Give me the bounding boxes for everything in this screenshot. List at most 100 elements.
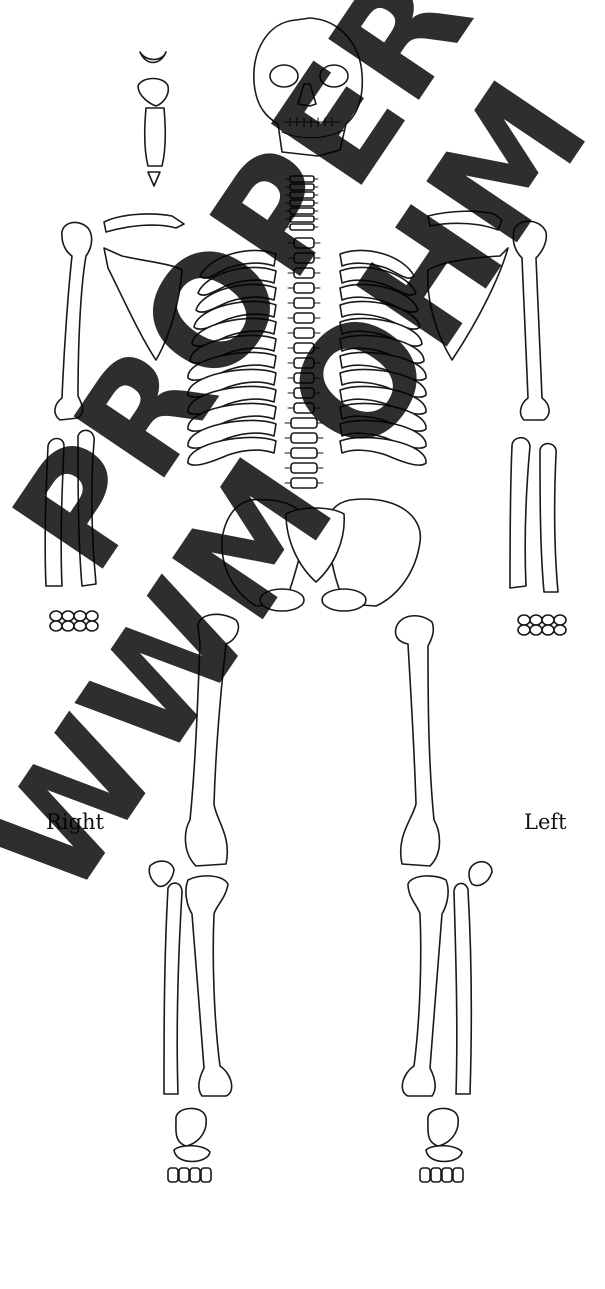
foot-phalanx-fill xyxy=(155,1240,159,1250)
cervical-vertebra xyxy=(290,192,314,198)
foot-phalanx-fill xyxy=(450,1186,452,1220)
phalanx-fill xyxy=(571,681,573,692)
vertebra xyxy=(294,313,314,323)
phalanx-fill xyxy=(555,665,556,683)
carpal-bone xyxy=(74,611,86,621)
right-patella xyxy=(149,861,174,886)
left-scapula xyxy=(428,248,508,360)
carpal-bone xyxy=(554,625,566,635)
carpal-bone xyxy=(518,615,530,625)
phalanx-fill xyxy=(87,677,89,688)
tarsal-bone xyxy=(442,1168,452,1182)
foot-phalanx-fill xyxy=(407,1240,411,1250)
calcaneus xyxy=(428,1108,458,1146)
left-side-label: Left xyxy=(524,812,567,833)
foot-phalanx-fill xyxy=(159,1223,163,1237)
right-foot xyxy=(150,1108,225,1260)
phalanx-fill xyxy=(37,632,52,651)
tarsal-bone xyxy=(201,1168,211,1182)
carpal-bone xyxy=(542,615,554,625)
vertebra xyxy=(294,403,314,413)
manubrium xyxy=(138,79,168,107)
foot-phalanx-fill xyxy=(212,1223,216,1237)
vertebra xyxy=(291,433,317,443)
foot-phalanx-fill xyxy=(452,1223,454,1237)
phalanx-fill xyxy=(86,690,87,698)
carpal-bone xyxy=(50,621,62,631)
vertebra xyxy=(294,358,314,368)
phalanx-fill xyxy=(568,663,571,679)
carpal-bone xyxy=(554,615,566,625)
foot-phalanx-fill xyxy=(411,1223,415,1237)
phalanx-fill xyxy=(83,632,85,659)
right-radius xyxy=(78,430,96,586)
carpal-bone xyxy=(74,621,86,631)
foot-phalanx-fill xyxy=(171,1240,173,1250)
tarsal-bone xyxy=(431,1168,441,1182)
vertebra xyxy=(294,268,314,278)
left-foot xyxy=(402,1108,477,1260)
phalanx-fill xyxy=(82,661,83,679)
left-hand xyxy=(488,615,574,709)
tarsal-bone xyxy=(179,1168,189,1182)
vertebral-column xyxy=(285,176,323,488)
foot-phalanx-fill xyxy=(150,1253,154,1260)
foot-phalanx-fill xyxy=(205,1253,207,1260)
cervical-vertebra xyxy=(290,208,314,214)
cervical-vertebra xyxy=(290,184,314,190)
right-humerus xyxy=(55,222,92,420)
left-humerus xyxy=(513,221,549,420)
left-ribs xyxy=(340,250,426,465)
phalanx-fill xyxy=(556,685,557,697)
phalanx-fill xyxy=(505,636,520,655)
foot-phalanx-fill xyxy=(457,1253,459,1260)
phalanx-fill xyxy=(92,632,96,657)
right-hand xyxy=(20,611,98,705)
right-clavicle xyxy=(104,214,184,232)
vertebra xyxy=(294,283,314,293)
tarsal-bone xyxy=(190,1168,200,1182)
right-femur xyxy=(185,614,238,866)
foot-phalanx-fill xyxy=(198,1186,200,1220)
pelvis xyxy=(222,499,421,611)
right-tibia xyxy=(186,876,232,1096)
carpal-bone xyxy=(86,621,98,631)
foot-phalanx-fill xyxy=(176,1186,178,1220)
foot-phalanx-fill xyxy=(217,1240,221,1250)
clavicular-notch xyxy=(140,52,166,63)
foot-phalanx-fill xyxy=(416,1186,420,1220)
foot-phalanx-fill xyxy=(164,1186,168,1220)
left-orbit xyxy=(320,65,348,87)
carpal-bone xyxy=(62,621,74,631)
phalanx-fill xyxy=(27,653,37,665)
phalanx-fill xyxy=(557,699,558,708)
foot-phalanx-fill xyxy=(423,1240,425,1250)
foot-phalanx-fill xyxy=(454,1240,456,1250)
right-fibula xyxy=(164,883,182,1094)
foot-phalanx-fill xyxy=(464,1223,468,1237)
left-patella xyxy=(469,862,492,886)
vertebra xyxy=(294,373,314,383)
xiphoid-process xyxy=(148,172,160,186)
foot-phalanx-fill xyxy=(208,1186,212,1220)
cervical-vertebra xyxy=(290,200,314,206)
carpal-bone xyxy=(542,625,554,635)
left-obturator xyxy=(322,589,366,611)
phalanx-fill xyxy=(525,698,526,707)
left-clavicle xyxy=(428,211,502,230)
phalanx-fill xyxy=(527,665,529,682)
vertebra xyxy=(291,448,317,458)
foot-phalanx-fill xyxy=(402,1253,406,1260)
phalanx-fill xyxy=(488,671,495,679)
right-ulna xyxy=(45,439,64,587)
carpal-bone xyxy=(530,625,542,635)
sternum-body xyxy=(145,108,166,166)
phalanx-fill xyxy=(564,636,568,661)
vertebra xyxy=(294,388,314,398)
tarsal-bone xyxy=(453,1168,463,1182)
phalanx-fill xyxy=(67,681,68,693)
foot-phalanx-fill xyxy=(473,1253,477,1260)
cervical-vertebra xyxy=(290,216,314,222)
